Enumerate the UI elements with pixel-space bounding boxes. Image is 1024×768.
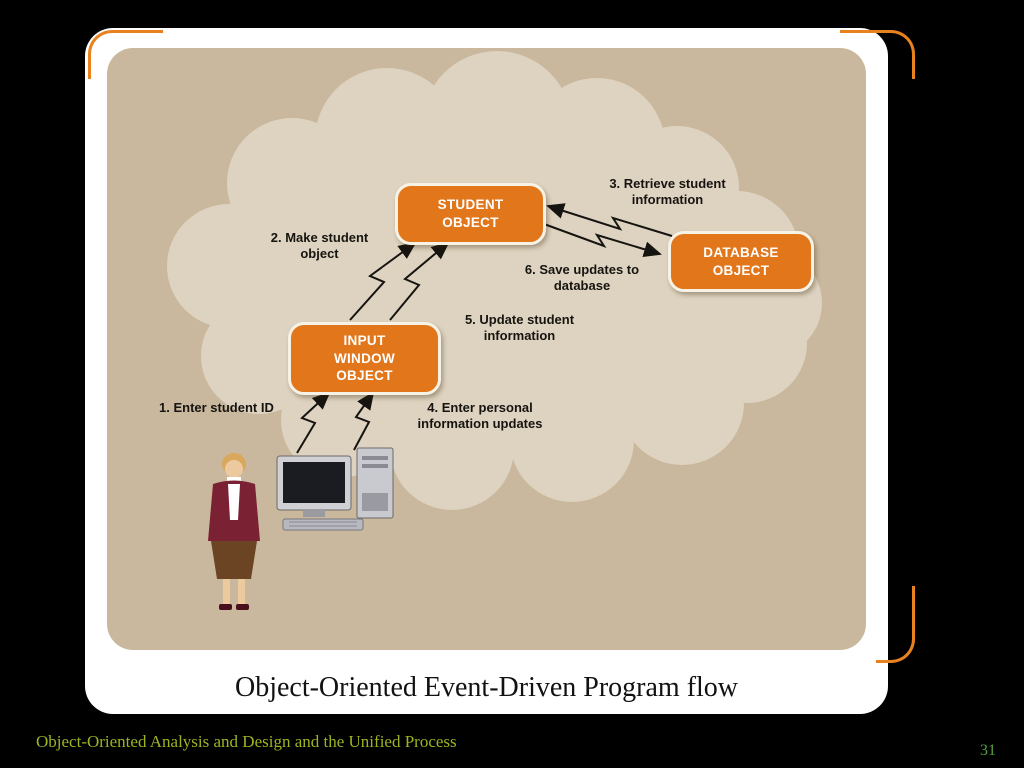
corner-bracket-top-left <box>88 30 163 79</box>
label-step-3: 3. Retrieve student information <box>609 176 726 208</box>
arrow-step-6 <box>543 223 662 258</box>
student-object-box: STUDENT OBJECT <box>395 183 546 245</box>
arrow-step-5 <box>389 241 450 321</box>
arrow-step-2 <box>349 241 417 321</box>
page-number: 31 <box>980 742 996 759</box>
corner-bracket-bottom-right <box>876 586 915 663</box>
diagram-area: STUDENT OBJECT DATABASE OBJECT INPUT WIN… <box>107 48 866 650</box>
corner-bracket-top-right <box>840 30 915 79</box>
slide-canvas: STUDENT OBJECT DATABASE OBJECT INPUT WIN… <box>85 28 888 714</box>
arrow-step-1 <box>296 391 331 454</box>
database-object-box: DATABASE OBJECT <box>668 231 814 292</box>
arrow-step-4 <box>353 391 375 451</box>
footer-title: Object-Oriented Analysis and Design and … <box>36 732 457 751</box>
label-step-6: 6. Save updates to database <box>524 262 640 294</box>
label-step-2: 2. Make student object <box>270 230 369 262</box>
diagram-graphics <box>167 51 822 610</box>
user-figure <box>208 453 260 610</box>
arrow-step-3 <box>546 203 673 237</box>
label-step-4: 4. Enter personal information updates <box>417 400 543 432</box>
label-step-1: 1. Enter student ID <box>159 400 274 415</box>
slide-caption: Object-Oriented Event-Driven Program flo… <box>234 672 739 703</box>
input-window-object-box: INPUT WINDOW OBJECT <box>288 322 441 395</box>
computer-illustration <box>276 447 394 531</box>
label-step-5: 5. Update student information <box>464 312 575 344</box>
